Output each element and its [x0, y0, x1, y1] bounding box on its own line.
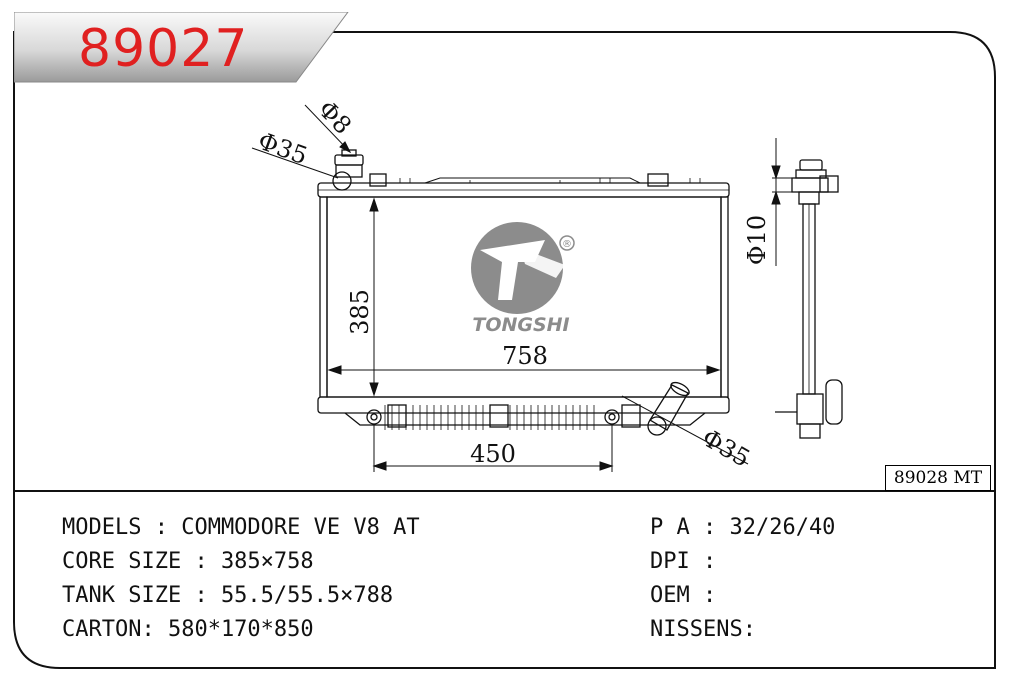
dim-inlet-diameter: Φ35 [254, 127, 311, 170]
spec-nissens: NISSENS: [650, 617, 756, 642]
dim-height: 385 [346, 289, 374, 335]
radiator-drawing: 385 758 450 Φ35 Φ8 Φ35 Φ10 ® TONGSHI [251, 95, 843, 473]
part-number: 89027 [78, 19, 249, 79]
dim-width: 758 [502, 342, 548, 370]
part-number-banner [14, 12, 349, 83]
mount-left [366, 409, 382, 425]
dim-cap-diameter: Φ8 [313, 95, 357, 140]
bottom-tank [317, 396, 730, 414]
registered-mark: ® [562, 239, 572, 250]
inlet-pipe [332, 171, 352, 191]
spec-core-size: CORE SIZE : 385×758 [62, 549, 314, 574]
dim-side-diameter: Φ10 [743, 215, 771, 265]
side-cap [799, 159, 823, 171]
spec-models: MODELS : COMMODORE VE V8 AT [62, 515, 420, 540]
spec-pa: P A : 32/26/40 [650, 515, 836, 540]
dim-outlet-diameter: Φ35 [697, 423, 754, 472]
mount-right [604, 409, 620, 425]
spec-carton: CARTON: 580*170*850 [62, 617, 314, 642]
spec-oem: OEM : [650, 583, 717, 608]
spec-dpi: DPI : [650, 549, 717, 574]
reference-code: 89028 MT [885, 465, 991, 491]
logo-text: TONGSHI [472, 314, 569, 336]
tongshi-logo: ® TONGSHI [471, 222, 575, 336]
outlet-pipe [649, 384, 689, 431]
dim-outlet-offset: 450 [470, 440, 516, 468]
spec-tank-size: TANK SIZE : 55.5/55.5×788 [62, 583, 394, 608]
